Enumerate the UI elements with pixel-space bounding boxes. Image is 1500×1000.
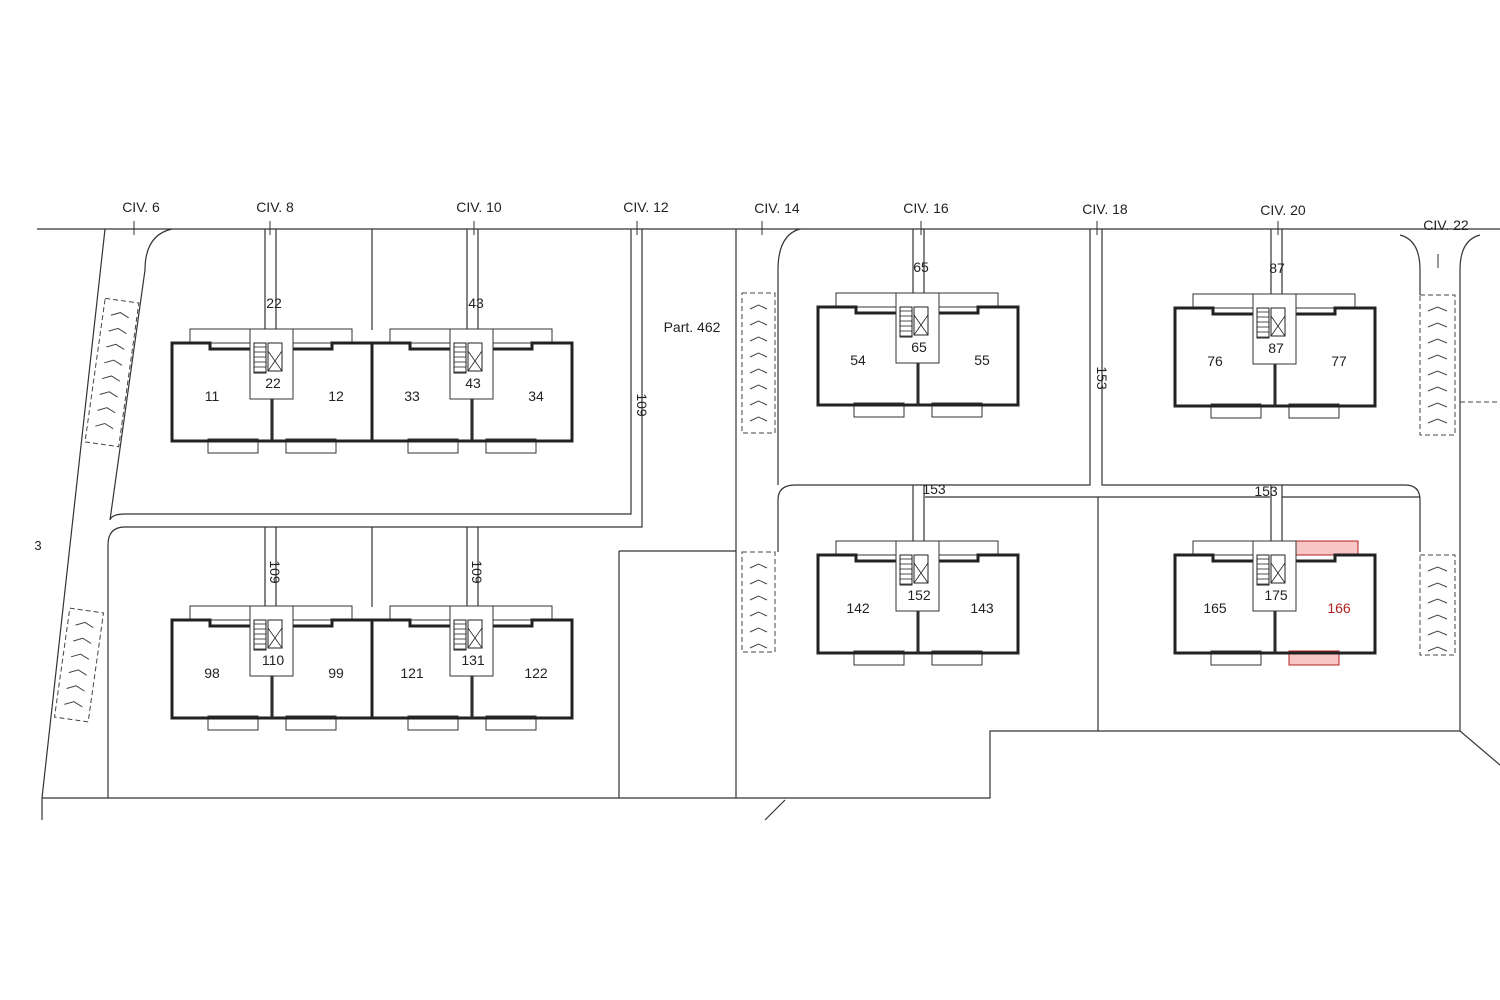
walkways [264,229,1283,607]
parking-area [1419,294,1456,436]
stairwell-number: 22 [265,375,281,391]
stairwell [1252,540,1297,612]
civic-number-label: CIV. 20 [1260,202,1306,218]
parking-areas [53,292,1456,723]
stairwell [249,328,294,400]
building: 11 12 22 [170,328,374,454]
unit-number: 11 [205,388,220,404]
stair-elevator-icon [453,342,483,374]
buildings: 11 12 22 33 34 43 98 99 110 121 122 131 54 55 65 76 77 87… [170,292,1377,731]
unit-number: 99 [328,665,344,681]
unit-142[interactable] [816,553,918,655]
edge-mark: 3 [34,538,41,553]
path-label: 109 [267,560,283,584]
unit-number: 98 [204,665,220,681]
stairwell-number: 43 [465,375,481,391]
path-label: 153 [1254,483,1278,499]
stairwell-number: 175 [1264,587,1288,603]
path-label: 65 [913,259,929,275]
civic-number-label: CIV. 8 [256,199,294,215]
civic-number-label: CIV. 18 [1082,201,1128,217]
unit-76[interactable] [1173,306,1275,408]
stairwell [449,605,494,677]
unit-11[interactable] [170,341,272,443]
stairwell [249,605,294,677]
unit-number: 55 [974,352,990,368]
building: 54 55 65 [816,292,1020,418]
path-label: 153 [1094,366,1110,390]
building: 33 34 43 [370,328,574,454]
unit-number: 142 [846,600,870,616]
stairwell [1252,293,1297,365]
stairwell-number: 110 [262,652,285,668]
path-label: 153 [922,481,946,497]
stair-elevator-icon [253,619,283,651]
stair-elevator-icon [899,554,929,586]
parking-area [1419,554,1456,656]
building: 121 122 131 [370,605,574,731]
unit-number: 122 [524,665,548,681]
unit-number: 33 [404,388,420,404]
unit-number: 165 [1203,600,1227,616]
stairwell-number: 152 [907,587,931,603]
unit-number: 76 [1207,353,1223,369]
unit-number: 12 [328,388,344,404]
unit-98[interactable] [170,618,272,720]
civic-number-label: CIV. 6 [122,199,160,215]
unit-121[interactable] [370,618,472,720]
building: 98 99 110 [170,605,374,731]
path-label: 87 [1269,260,1285,276]
path-label: 109 [634,393,650,417]
unit-number: 77 [1331,353,1347,369]
parking-area [741,551,776,653]
civic-number-label: CIV. 10 [456,199,502,215]
stairwell [895,540,940,612]
path-label: 109 [469,560,485,584]
stairwell-number: 65 [911,339,927,355]
stair-elevator-icon [253,342,283,374]
stair-elevator-icon [899,306,929,338]
stair-elevator-icon [1256,554,1286,586]
civic-number-label: CIV. 12 [623,199,669,215]
unit-number: 143 [970,600,994,616]
site-boundaries [37,228,1500,821]
building: 76 77 87 [1173,293,1377,419]
unit-33[interactable] [370,341,472,443]
parking-area [741,292,776,434]
unit-54[interactable] [816,305,918,407]
labels: CIV. 6 CIV. 8 CIV. 10 CIV. 12 CIV. 14 CIV. 16… [34,199,1469,584]
parking-area [53,607,105,723]
stairwell [449,328,494,400]
parcel-label: Part. 462 [664,319,721,335]
stairwell [895,292,940,364]
civic-number-label: CIV. 14 [754,200,800,216]
parking-area [84,297,140,448]
path-label: 43 [468,295,484,311]
civic-number-label: CIV. 22 [1423,217,1469,233]
civic-number-label: CIV. 16 [903,200,949,216]
unit-165[interactable] [1173,553,1275,655]
unit-number: 34 [528,388,544,404]
stair-elevator-icon [1256,307,1286,339]
unit-number: 166 [1327,600,1351,616]
stair-elevator-icon [453,619,483,651]
stairwell-number: 87 [1268,340,1284,356]
unit-number: 54 [850,352,866,368]
building: 142 143 152 [816,540,1020,666]
building: 165 166 175 [1173,540,1377,666]
stairwell-number: 131 [461,652,485,668]
unit-number: 121 [400,665,424,681]
path-label: 22 [266,295,282,311]
